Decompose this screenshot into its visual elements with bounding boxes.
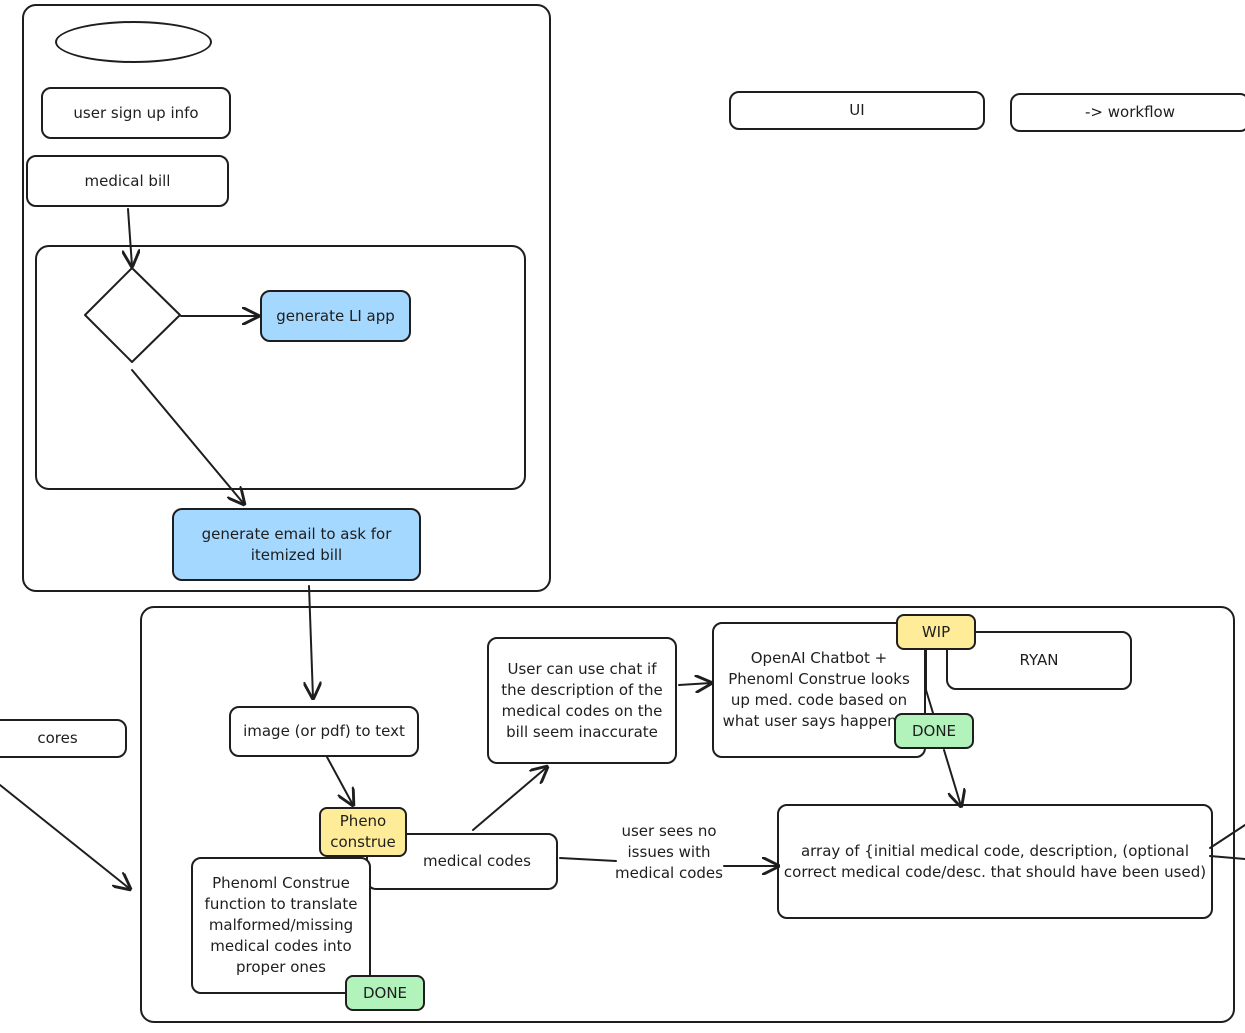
generate-email-box[interactable]: generate email to ask for itemized bill — [172, 508, 421, 581]
wip-label: WIP — [921, 622, 951, 641]
medical-bill-label: medical bill — [84, 171, 171, 190]
if-li-label: if LI — [118, 304, 146, 322]
start-ellipse — [55, 21, 212, 63]
onboarding-frame — [22, 4, 551, 592]
workflow-box[interactable]: -> workflow — [1010, 93, 1245, 132]
pheno-construe-tag[interactable]: Pheno construe — [319, 807, 407, 857]
user-signup-box[interactable]: user sign up info — [41, 87, 231, 139]
user-signup-label: user sign up info — [73, 103, 199, 122]
cores-label: cores — [37, 729, 78, 747]
openai-chatbot-label: OpenAI Chatbot + Phenoml Construe looks … — [722, 649, 916, 730]
workflow-label: -> workflow — [1085, 103, 1175, 121]
processing-frame — [140, 606, 1235, 1023]
openai-chatbot-box[interactable]: OpenAI Chatbot + Phenoml Construe looks … — [712, 622, 926, 758]
generate-email-label: generate email to ask for itemized bill — [201, 524, 392, 564]
li-check-frame — [35, 245, 526, 490]
medical-bill-box[interactable]: medical bill — [26, 155, 229, 207]
done-label-1: DONE — [362, 983, 408, 1002]
phenoml-function-label: Phenoml Construe function to translate m… — [204, 874, 358, 976]
user-chat-label: User can use chat if the description of … — [501, 659, 663, 741]
medical-codes-box[interactable]: medical codes — [366, 833, 558, 890]
ui-label: UI — [849, 101, 865, 119]
done-badge-1[interactable]: DONE — [345, 975, 425, 1011]
user-sees-no-issues-text: user sees no issues with medical codes — [612, 821, 726, 884]
generate-li-app-box[interactable]: generate LI app — [260, 290, 411, 342]
generate-li-app-label: generate LI app — [276, 306, 395, 325]
ui-box[interactable]: UI — [729, 91, 985, 130]
array-of-box[interactable]: array of {initial medical code, descript… — [777, 804, 1213, 919]
done-badge-2[interactable]: DONE — [894, 713, 974, 749]
image-to-text-box[interactable]: image (or pdf) to text — [229, 706, 419, 757]
array-of-label: array of {initial medical code, descript… — [783, 841, 1207, 881]
user-chat-box[interactable]: User can use chat if the description of … — [487, 637, 677, 764]
medical-codes-label: medical codes — [423, 852, 531, 870]
phenoml-function-box[interactable]: Phenoml Construe function to translate m… — [191, 857, 371, 994]
ryan-box[interactable]: RYAN — [946, 631, 1132, 690]
wip-badge[interactable]: WIP — [896, 614, 976, 650]
ryan-label: RYAN — [1019, 651, 1059, 669]
cores-box[interactable]: cores — [0, 719, 127, 758]
image-to-text-label: image (or pdf) to text — [243, 722, 405, 740]
arrow-cores-to-frame — [0, 784, 130, 889]
pheno-construe-label: Pheno construe — [330, 812, 396, 851]
done-label-2: DONE — [911, 721, 957, 740]
